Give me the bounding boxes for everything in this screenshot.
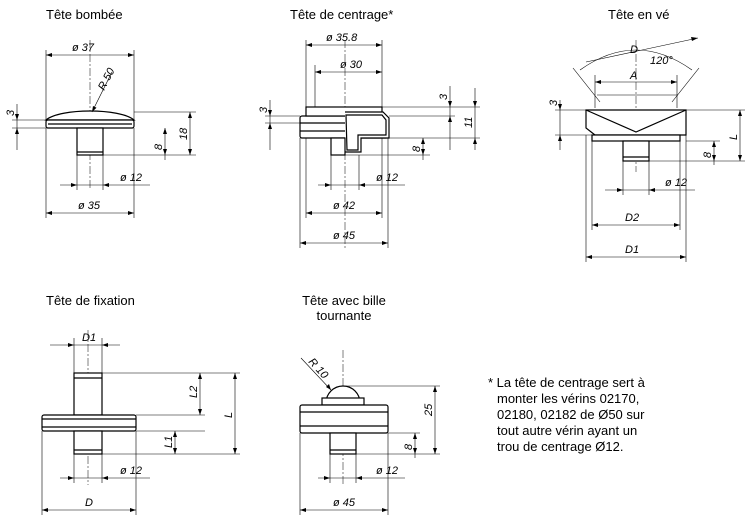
dim-bille-height: 25 [423,403,435,417]
drawing-tete-fixation: D1 L2 L L1 ø 12 D [41,330,240,515]
caption-tete-en-ve: Tête en vé [608,7,670,22]
dim-ve-l: L [728,134,740,140]
dim-fixation-d: D [85,497,93,509]
dim-ve-d: D [630,44,638,56]
dim-ve-angle: 120° [650,55,673,67]
footnote: * La tête de centrage sert à monter les … [488,375,738,455]
dim-bille-radius: R 10 [306,356,331,382]
dim-bombee-stem-dia: ø 12 [120,172,142,184]
footnote-line2: monter les vérins 02170, [497,391,640,406]
dim-centrage-stem: 8 [411,145,423,152]
drawing-tete-centrage: ø 35.8 ø 30 3 3 11 8 ø 12 ø 42 ø 45 [258,32,480,248]
dim-fixation-l2: L2 [188,386,200,398]
dim-centrage-thick: 3 [258,106,270,113]
dim-bombee-height: 18 [178,127,190,140]
dim-centrage-inner-top: ø 30 [340,59,363,71]
dim-centrage-outer-top: ø 35.8 [326,32,358,44]
dim-centrage-step: 11 [463,117,475,128]
dim-centrage-thick2: 3 [438,93,450,100]
dim-centrage-base-dia: ø 45 [333,230,356,242]
dim-bombee-base-dia: ø 35 [78,200,101,212]
caption-tete-bille-line1: Tête avec bille [302,293,386,308]
dim-ve-d1: D1 [625,244,639,256]
dim-bille-base-dia: ø 45 [333,497,356,509]
dim-bombee-thick: 3 [5,109,17,116]
dim-bille-stem: 8 [403,443,415,450]
dim-ve-a: A [629,70,637,82]
dim-centrage-stem-dia: ø 12 [376,172,398,184]
footnote-line5: trou de centrage Ø12. [497,439,624,454]
caption-tete-bombee: Tête bombée [46,7,123,22]
caption-tete-bille: Tête avec bille tournante [284,293,404,323]
footnote-line4: tout autre vérin ayant un [497,423,638,438]
dim-centrage-mid-dia: ø 42 [333,200,355,212]
footnote-line3: 02180, 02182 de Ø50 sur [497,407,645,422]
caption-tete-centrage: Tête de centrage* [290,7,394,22]
dim-fixation-l1: L1 [163,436,175,448]
dim-fixation-d1: D1 [82,332,96,344]
caption-tete-bille-line2: tournante [316,308,372,323]
drawing-tete-bombee: ø 37 R 50 3 18 8 ø 12 ø 35 [5,40,196,218]
dim-ve-thick: 3 [548,99,560,106]
dim-fixation-l: L [223,412,235,418]
footnote-line1: * La tête de centrage sert à [488,375,645,390]
caption-tete-fixation: Tête de fixation [46,293,135,308]
dim-ve-stem-dia: ø 12 [665,177,687,189]
dim-fixation-stem-dia: ø 12 [120,465,142,477]
dim-bombee-stem: 8 [153,143,165,150]
dim-bombee-top-dia: ø 37 [72,42,95,54]
drawing-tete-en-ve: D 120° A 3 L 8 ø 12 D2 D1 [548,37,745,262]
dim-bombee-radius: R 50 [96,65,118,92]
dim-bille-stem-dia: ø 12 [376,465,398,477]
dim-ve-d2: D2 [625,212,639,224]
dim-ve-stem: 8 [702,151,714,158]
drawing-tete-bille: R 10 25 8 ø 12 ø 45 [299,350,440,515]
